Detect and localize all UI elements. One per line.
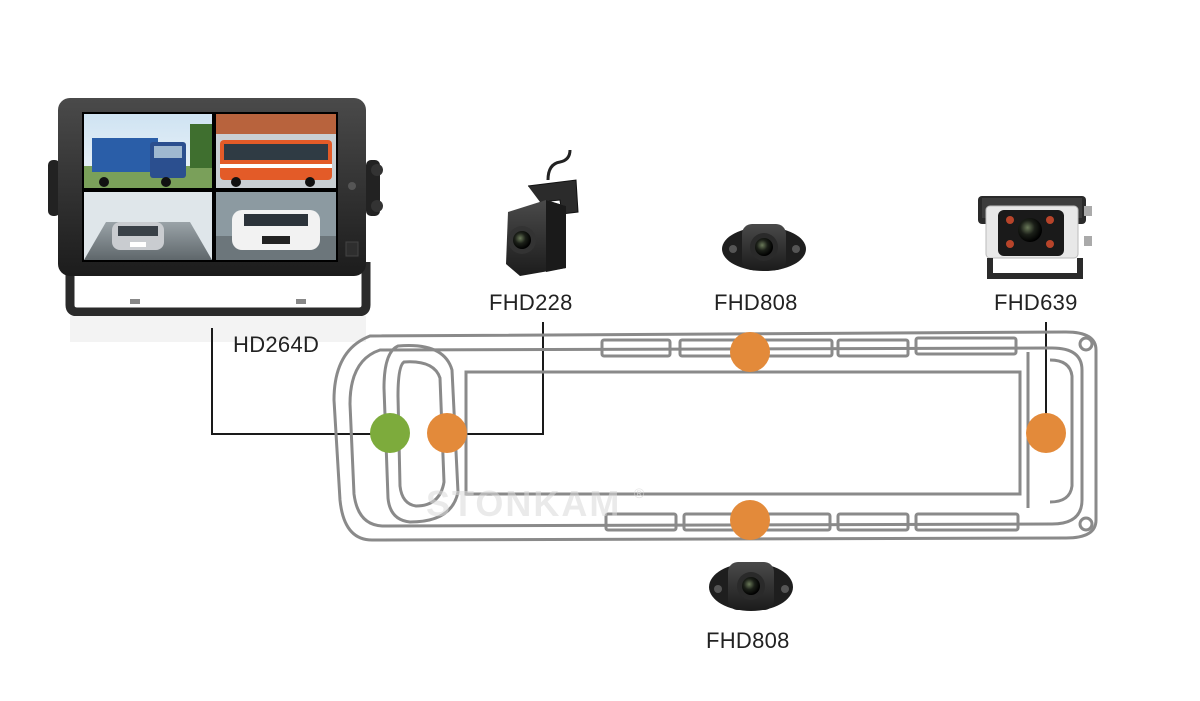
front-camera-cable — [447, 322, 544, 435]
watermark-registered-mark: ® — [634, 485, 645, 501]
monitor-view-truck — [84, 114, 212, 188]
front-camera-dot — [427, 413, 467, 453]
top-camera-dot — [730, 332, 770, 372]
watermark: STONKAM — [426, 483, 621, 524]
top-camera-model-label: FHD808 — [714, 290, 798, 315]
rear-camera-dot — [1026, 413, 1066, 453]
dome-camera-icon — [722, 224, 806, 271]
dome-camera-icon — [709, 562, 793, 611]
mini-camera-icon — [506, 149, 579, 276]
rear-camera-icon — [978, 196, 1092, 279]
monitor-connection-dot — [370, 413, 410, 453]
front-camera-model-label: FHD228 — [489, 290, 573, 315]
monitor-view-car-rear — [84, 192, 212, 260]
monitor-cable — [211, 328, 390, 435]
rear-camera-model-label: FHD639 — [994, 290, 1078, 315]
bottom-camera-model-label: FHD808 — [706, 628, 790, 653]
bottom-camera-dot — [730, 500, 770, 540]
monitor-view-car-front — [216, 192, 336, 260]
monitor-model-label: HD264D — [233, 332, 320, 357]
monitor-view-bus — [216, 114, 336, 188]
monitor-icon — [48, 98, 383, 342]
